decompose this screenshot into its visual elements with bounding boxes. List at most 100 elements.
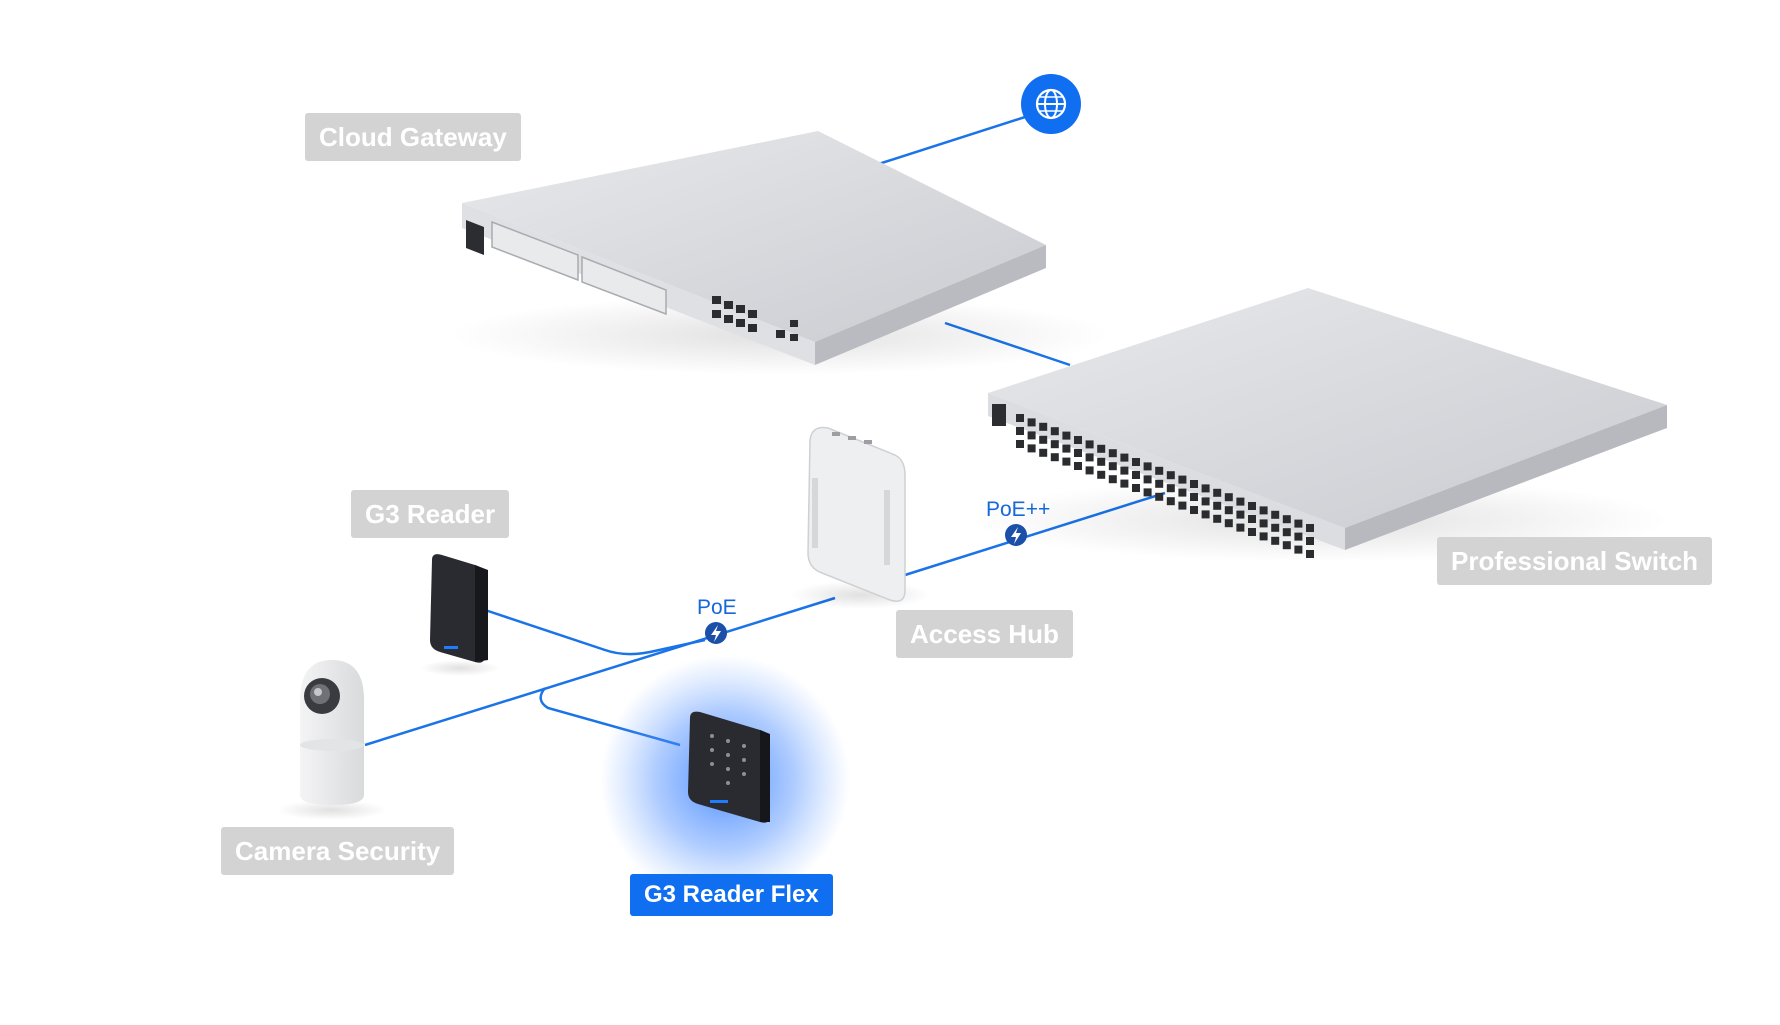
switch-port — [1085, 466, 1094, 475]
switch-port — [1271, 523, 1280, 532]
switch-port — [1224, 519, 1233, 528]
switch-port — [1062, 457, 1071, 466]
switch-port — [1120, 466, 1129, 475]
switch-port — [1085, 440, 1094, 449]
switch-port — [1271, 536, 1280, 545]
switch-port — [1016, 427, 1024, 435]
link-label-poe: PoE — [697, 596, 737, 619]
switch-port — [1178, 488, 1187, 497]
switch-port — [1236, 497, 1245, 506]
switch-port — [1027, 444, 1036, 453]
switch-port — [1120, 479, 1129, 488]
switch-port — [1074, 462, 1082, 470]
switch-port — [1213, 501, 1222, 510]
lightning-bolt-icon — [705, 622, 727, 644]
switch-port — [1201, 484, 1210, 493]
switch-port — [1190, 493, 1198, 501]
switch-port — [1282, 528, 1291, 537]
switch-port — [1155, 466, 1164, 475]
switch-port — [1085, 453, 1094, 462]
switch-port — [1294, 532, 1303, 541]
switch-port — [1155, 479, 1164, 488]
switch-port — [1201, 497, 1210, 506]
switch-port — [1259, 519, 1268, 528]
switch-port — [1282, 515, 1291, 524]
switch-port — [1132, 471, 1140, 479]
switch-port — [1190, 506, 1198, 514]
link-g3reader — [484, 608, 706, 656]
switch-port — [1248, 515, 1256, 523]
switch-port — [1062, 431, 1071, 440]
switch-port — [1248, 528, 1256, 536]
switch-port — [1074, 449, 1082, 457]
switch-port — [1259, 532, 1268, 541]
switch-port — [1039, 435, 1048, 444]
switch-port — [1294, 519, 1303, 528]
g3-reader-flex-device[interactable] — [600, 655, 850, 905]
switch-port — [1306, 550, 1314, 558]
g3-reader-device[interactable] — [420, 554, 500, 676]
switch-port — [1050, 440, 1059, 449]
switch-port — [1155, 492, 1164, 501]
switch-port — [1306, 524, 1314, 532]
switch-port — [1132, 458, 1140, 466]
switch-port — [1190, 480, 1198, 488]
globe-icon[interactable] — [1021, 74, 1081, 134]
switch-port — [1224, 493, 1233, 502]
switch-port — [1050, 453, 1059, 462]
switch-port — [1039, 422, 1048, 431]
access-hub-device[interactable] — [790, 426, 930, 610]
switch-port — [1166, 484, 1175, 493]
switch-port — [1097, 457, 1106, 466]
label-g3-reader-flex[interactable]: G3 Reader Flex — [630, 874, 833, 916]
switch-port — [1236, 510, 1245, 519]
link-label-poe-plus-plus: PoE++ — [986, 498, 1050, 521]
switch-port — [1016, 414, 1024, 422]
label-professional-switch[interactable]: Professional Switch — [1437, 537, 1713, 585]
switch-port — [1097, 470, 1106, 479]
switch-port — [1074, 436, 1082, 444]
switch-port — [1213, 488, 1222, 497]
keypad — [710, 734, 746, 785]
switch-ports — [1016, 414, 1314, 558]
switch-port — [1016, 440, 1024, 448]
switch-port — [1143, 462, 1152, 471]
label-g3-reader[interactable]: G3 Reader — [351, 490, 510, 538]
lightning-bolt-icon — [1005, 524, 1027, 546]
label-cloud-gateway[interactable]: Cloud Gateway — [305, 113, 521, 161]
gateway-ports — [712, 296, 798, 341]
switch-port — [1306, 537, 1314, 545]
switch-port — [1224, 506, 1233, 515]
switch-port — [1294, 545, 1303, 554]
switch-port — [1062, 444, 1071, 453]
switch-port — [1027, 418, 1036, 427]
switch-port — [1143, 488, 1152, 497]
switch-port — [1027, 431, 1036, 440]
switch-port — [1108, 462, 1117, 471]
switch-port — [1166, 471, 1175, 480]
switch-port — [1097, 444, 1106, 453]
cloud-gateway-device[interactable] — [450, 131, 1110, 375]
switch-port — [1178, 475, 1187, 484]
camera-security-device[interactable] — [277, 660, 387, 820]
label-access-hub[interactable]: Access Hub — [896, 610, 1073, 658]
professional-switch-device[interactable] — [970, 288, 1670, 562]
label-camera-security[interactable]: Camera Security — [221, 827, 455, 875]
switch-port — [1236, 523, 1245, 532]
switch-port — [1039, 448, 1048, 457]
switch-port — [1108, 449, 1117, 458]
link-g3readerflex — [539, 687, 681, 747]
switch-port — [1271, 510, 1280, 519]
switch-port — [1120, 453, 1129, 462]
switch-port — [1248, 502, 1256, 510]
switch-port — [1259, 506, 1268, 515]
switch-port — [1050, 427, 1059, 436]
switch-port — [1143, 475, 1152, 484]
switch-port — [1282, 541, 1291, 550]
switch-port — [1166, 497, 1175, 506]
switch-port — [1213, 514, 1222, 523]
switch-port — [1178, 501, 1187, 510]
switch-port — [1108, 475, 1117, 484]
